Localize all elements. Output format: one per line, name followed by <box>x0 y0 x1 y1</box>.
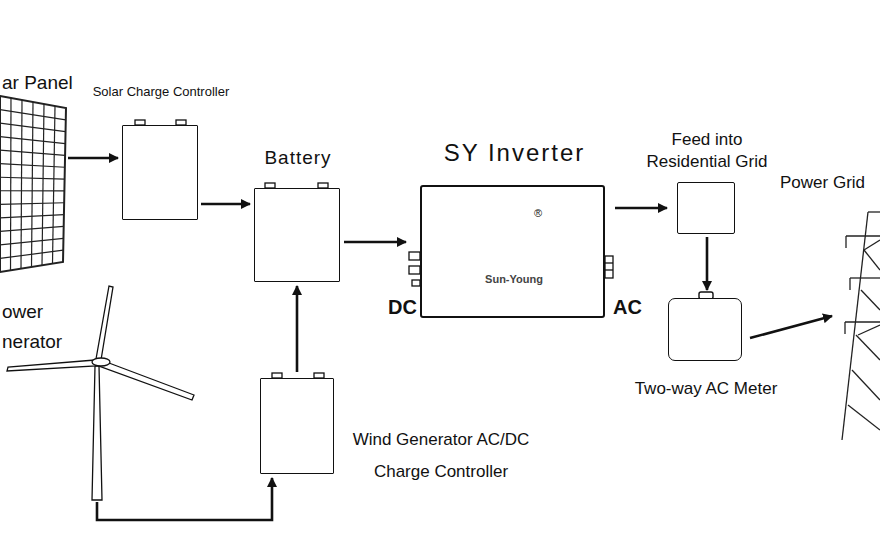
power-grid: Power Grid <box>836 205 880 440</box>
inverter-body <box>409 252 420 260</box>
node-label: ower nerator <box>2 297 82 357</box>
transmission-tower <box>850 277 880 278</box>
solar-panel-art <box>0 250 63 258</box>
transmission-tower <box>868 211 880 212</box>
transmission-tower <box>842 212 868 440</box>
logo-text: Sun-Young <box>474 273 554 286</box>
flow-arrow <box>615 207 667 210</box>
charge-controller: Solar Charge Controller <box>122 125 198 220</box>
flow-arrow <box>706 237 709 290</box>
transmission-tower <box>845 236 846 248</box>
solar-panel-art <box>0 238 63 245</box>
solar-panel-art <box>0 203 64 205</box>
inverter-body <box>605 256 613 278</box>
solar-panel-art <box>0 96 66 272</box>
wind-turbine <box>92 366 102 500</box>
solar-panel-art <box>0 96 66 272</box>
solar-panel-art <box>0 177 65 179</box>
battery: Battery <box>254 188 340 282</box>
inverter: SY InverterSun-Young <box>420 185 605 318</box>
transmission-tower <box>848 405 880 430</box>
inverter-body <box>605 262 613 263</box>
solar-panel-art <box>0 215 64 218</box>
solar-panel: ar Panel <box>0 96 66 272</box>
solar-panel-art <box>0 123 66 132</box>
transmission-tower <box>858 325 880 335</box>
node-label: SY Inverter <box>412 139 617 168</box>
solar-panel-art <box>0 190 64 191</box>
transmission-tower <box>842 212 880 440</box>
node-label: Wind Generator AC/DC Charge Controller <box>341 424 541 488</box>
wind-turbine <box>96 286 113 360</box>
wind-turbine: ower nerator <box>0 285 200 502</box>
port-label: AC <box>613 296 642 319</box>
flow-arrow <box>750 316 832 338</box>
solar-panel-art <box>0 164 65 168</box>
flow-arrow <box>296 286 299 372</box>
solar-panel-art <box>0 137 65 144</box>
wall-socket: Feed into Residential Grid <box>677 182 735 234</box>
solar-panel-art <box>0 226 64 231</box>
node-label: Feed into Residential Grid <box>637 129 777 173</box>
node-label: Power Grid <box>780 173 880 193</box>
trademark-mark: ® <box>534 207 542 219</box>
wind-turbine <box>92 358 110 366</box>
node-label: Battery <box>228 147 368 170</box>
wind-turbine <box>99 360 194 400</box>
inverter-body <box>412 280 420 286</box>
node-label: Solar Charge Controller <box>78 84 244 100</box>
solar-panel-art <box>0 150 65 155</box>
flow-arrow <box>97 478 272 520</box>
transmission-tower <box>844 322 845 334</box>
transmission-tower <box>846 235 880 236</box>
solar-panel-art <box>0 110 66 120</box>
flow-arrow <box>344 241 406 244</box>
transmission-tower <box>852 370 880 400</box>
node-label: Two-way AC Meter <box>626 379 786 399</box>
wind-turbine <box>7 360 96 371</box>
two-way-meter: Two-way AC Meter <box>668 298 742 361</box>
transmission-tower <box>864 240 880 250</box>
flow-arrow <box>201 203 250 206</box>
transmission-tower <box>864 250 880 270</box>
transmission-tower <box>849 278 850 290</box>
transmission-tower <box>861 290 880 310</box>
charge-controller: Wind Generator AC/DC Charge Controller <box>260 378 334 474</box>
transmission-tower <box>845 321 880 322</box>
transmission-tower <box>856 335 880 360</box>
port-label: DC <box>388 296 417 319</box>
flow-arrow <box>68 157 118 160</box>
inverter-body <box>409 266 420 274</box>
inverter-body <box>605 269 613 270</box>
